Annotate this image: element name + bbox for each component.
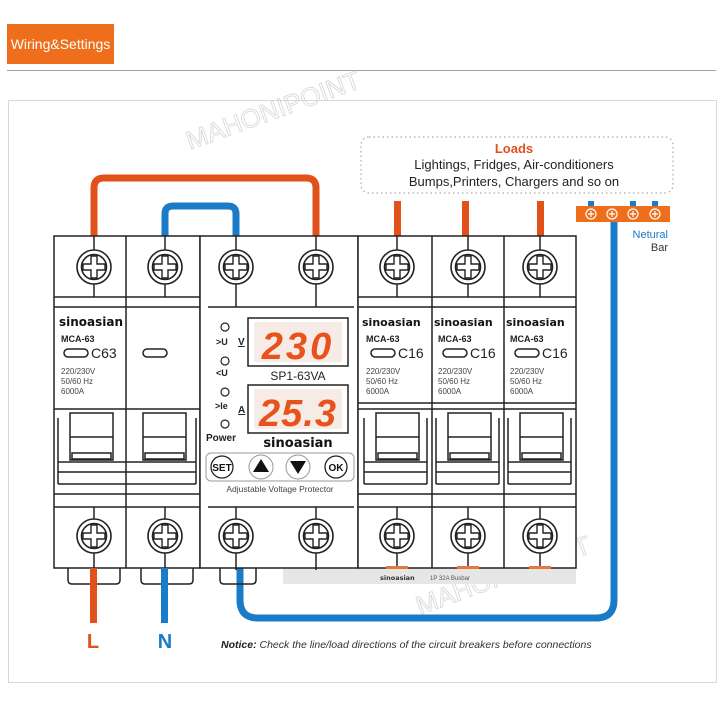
branch-breaker-spec-voltage: 220/230V	[366, 367, 401, 376]
screw-icon	[379, 518, 415, 554]
screw-icon	[522, 249, 558, 285]
ok-button[interactable]: OK	[324, 455, 348, 479]
model-label: SP1-63VA	[270, 369, 325, 383]
notice: Notice: Check the line/load directions o…	[221, 639, 592, 651]
screw-icon	[450, 518, 486, 554]
section-tab-wiring-settings[interactable]: Wiring&Settings	[7, 24, 114, 64]
branch-breaker-window-icon	[514, 348, 540, 358]
neutral-input-wire	[161, 568, 168, 623]
branch-breaker-rating: C16	[398, 345, 424, 361]
screw-icon	[76, 249, 112, 285]
live-terminal-label: L	[87, 631, 99, 653]
indicator-label-undervoltage: <U	[216, 368, 228, 378]
main-breaker-rating: C63	[91, 345, 117, 361]
current-reading: 25.3	[258, 393, 337, 435]
voltage-reading: 230	[261, 326, 334, 368]
main-breaker-spec-frequency: 50/60 Hz	[61, 377, 93, 386]
branch-breaker-spec-frequency: 50/60 Hz	[438, 377, 470, 386]
down-arrow-icon	[290, 461, 306, 474]
main-breaker-model: MCA-63	[61, 334, 95, 344]
neutral-bar-label-2: Bar	[651, 242, 668, 254]
indicator-label-power: Power	[206, 433, 236, 444]
main-breaker-window-icon	[142, 348, 168, 358]
live-input-wire	[90, 568, 97, 623]
screw-icon	[147, 518, 183, 554]
load-wire-1	[394, 201, 401, 236]
branch-breaker-spec-voltage: 220/230V	[438, 367, 473, 376]
branch-breaker-window-icon	[442, 348, 468, 358]
busbar	[283, 568, 576, 584]
screw-icon	[298, 249, 334, 285]
main-breaker-brand: sinoasian	[59, 315, 123, 329]
down-button[interactable]	[285, 454, 311, 480]
branch-breaker-model: MCA-63	[438, 334, 472, 344]
overcurrent-led-icon	[220, 387, 230, 397]
branch-breaker-spec-frequency: 50/60 Hz	[510, 377, 542, 386]
loads-title: Loads	[495, 141, 533, 156]
diagram-frame	[8, 100, 717, 683]
main-breaker-spec-voltage: 220/230V	[61, 367, 96, 376]
neutral-bar-screws	[585, 208, 661, 220]
neutral-return-wire	[236, 222, 618, 622]
neutral-bar-label-1: Netural	[633, 229, 668, 241]
voltage-display-background	[254, 322, 342, 362]
branch-breaker-rating: C16	[542, 345, 568, 361]
neutral-terminal-label: N	[158, 631, 172, 653]
header-divider	[7, 70, 716, 71]
branch-breaker-spec-capacity: 6000A	[510, 387, 534, 396]
indicator-label-overcurrent: >Ie	[215, 401, 228, 411]
undervoltage-led-icon	[220, 356, 230, 366]
screw-icon	[76, 518, 112, 554]
branch-breaker-brand: sinoasian	[506, 316, 565, 329]
branch-breaker-spec-capacity: 6000A	[366, 387, 390, 396]
neutral-jumper-wire	[161, 202, 240, 236]
live-jumper-wire	[90, 174, 320, 236]
main-breaker	[53, 235, 201, 585]
branch-breaker-spec-capacity: 6000A	[438, 387, 462, 396]
screw-icon	[218, 249, 254, 285]
watermark-text: MAHONIPOINT	[182, 65, 365, 156]
screw-icon	[218, 518, 254, 554]
branch-breaker-rating: C16	[470, 345, 496, 361]
notice-label: Notice:	[221, 639, 257, 651]
loads-line-1: Lightings, Fridges, Air-conditioners	[414, 157, 614, 172]
branch-breaker-model: MCA-63	[510, 334, 544, 344]
overvoltage-led-icon	[220, 322, 230, 332]
protector-caption: Adjustable Voltage Protector	[226, 484, 333, 494]
branch-breaker-window-icon	[370, 348, 396, 358]
loads-line-2: Bumps,Printers, Chargers and so on	[409, 174, 619, 189]
branch-breakers	[357, 235, 577, 569]
branch-breaker-spec-frequency: 50/60 Hz	[366, 377, 398, 386]
ok-button-label: OK	[329, 463, 345, 474]
main-breaker-window-icon	[63, 348, 89, 358]
loads-box	[360, 136, 674, 194]
branch-breaker-brand: sinoasian	[434, 316, 493, 329]
load-wire-3	[537, 201, 544, 236]
busbar-label: 1P 32A Busbar	[430, 576, 470, 582]
branch-breaker-model: MCA-63	[366, 334, 400, 344]
protector-brand: sinoasian	[263, 436, 332, 451]
busbar-brand: sinoasian	[380, 574, 415, 582]
notice-text: Check the line/load directions of the ci…	[257, 639, 593, 651]
up-arrow-icon	[253, 459, 269, 472]
current-unit: A	[238, 405, 245, 416]
branch-breaker-brand: sinoasian	[362, 316, 421, 329]
indicator-label-overvoltage: >U	[216, 337, 228, 347]
screw-icon	[522, 518, 558, 554]
screw-icon	[147, 249, 183, 285]
power-led-icon	[220, 419, 230, 429]
load-wire-2	[462, 201, 469, 236]
screw-icon	[298, 518, 334, 554]
voltage-unit: V	[238, 337, 245, 348]
up-button[interactable]	[248, 454, 274, 480]
set-button[interactable]: SET	[210, 455, 234, 479]
main-breaker-spec-capacity: 6000A	[61, 387, 85, 396]
set-button-label: SET	[212, 463, 231, 474]
current-display-background	[254, 389, 342, 429]
screw-icon	[379, 249, 415, 285]
neutral-bar	[576, 206, 670, 222]
screw-icon	[450, 249, 486, 285]
branch-breaker-spec-voltage: 220/230V	[510, 367, 545, 376]
